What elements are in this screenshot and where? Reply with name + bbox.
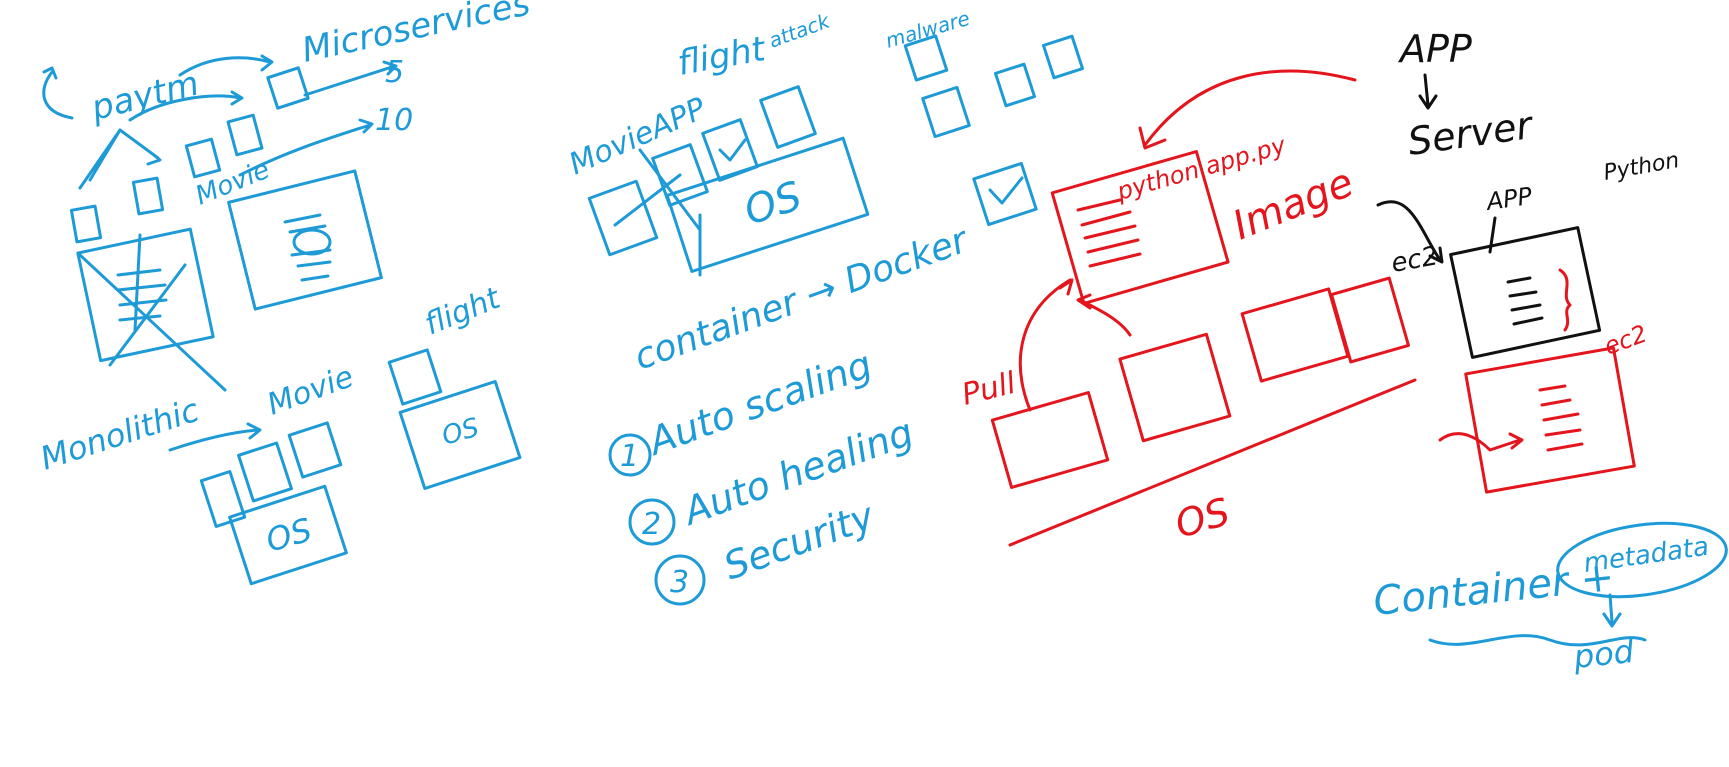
red-os-line	[1008, 378, 1417, 547]
box-mid-container-2	[651, 143, 709, 207]
label-metadata: metadata	[1582, 532, 1711, 579]
label-container-docker: container → Docker	[629, 219, 975, 378]
metadata-ellipse	[1556, 521, 1728, 599]
box-mid-os	[665, 136, 870, 273]
box-container-flight	[387, 348, 443, 406]
monolith-cross	[78, 253, 227, 392]
label-python: Python	[1602, 148, 1681, 186]
pull-curve-2	[1076, 293, 1132, 337]
box-mid-malware-3	[1041, 34, 1085, 80]
middle-section: flight attack malware MovieAPP OS contai…	[564, 6, 1085, 606]
arrow-to-movie	[168, 422, 262, 452]
feature-number-circle-1	[608, 433, 652, 477]
label-pull: Pull	[958, 366, 1019, 413]
box-small-b	[226, 113, 264, 157]
label-flight-mid: flight	[675, 29, 770, 84]
count-5: 5	[385, 55, 404, 90]
arrow-ec2-curve	[1376, 200, 1444, 264]
box-os-bottom	[228, 484, 348, 586]
box-container-movie-3	[287, 421, 343, 479]
label-server: Server	[1405, 103, 1537, 164]
arrow-paytm-to-microservices	[178, 54, 274, 77]
arrow-paytm-to-small-boxes	[78, 128, 162, 190]
label-malware: malware	[883, 6, 973, 53]
cross-mid-container	[613, 148, 702, 232]
box-mid-checked	[972, 161, 1038, 227]
box-microservice-large	[227, 169, 383, 311]
arrow-to-5	[303, 60, 398, 97]
label-flight-left: flight	[420, 280, 506, 342]
label-paytm: paytm	[87, 64, 203, 129]
arrow-loop-left	[42, 66, 74, 120]
box-container-movie-1	[199, 470, 247, 528]
right-ec2-brace	[1558, 268, 1572, 332]
box-small-a	[184, 137, 222, 179]
feature-number-circle-2	[628, 498, 676, 546]
box-mid-container-3	[701, 118, 759, 182]
box-red-container-1	[990, 391, 1110, 489]
label-red-os: OS	[1170, 489, 1234, 546]
label-mid-os: OS	[739, 173, 807, 234]
arrow-red-top	[1138, 69, 1357, 150]
label-movie-app: MovieAPP	[564, 91, 712, 183]
label-monolithic: Monolithic	[36, 391, 204, 478]
red-ec2-lines	[1538, 384, 1584, 452]
box-microservice-1	[266, 66, 310, 110]
feature-number-1: 1	[620, 439, 639, 474]
red-section: python app.py Image Pull OS ec2	[958, 69, 1651, 547]
arrow-paytm-to-boxes	[128, 90, 244, 122]
monolith-lines	[116, 233, 168, 332]
check-mid-checked	[988, 176, 1024, 205]
label-pod: pod	[1571, 632, 1637, 676]
arrow-to-10	[238, 118, 374, 177]
box-container-movie-2	[237, 441, 293, 503]
box-red-ec2	[1464, 346, 1636, 494]
count-10: 10	[375, 103, 413, 138]
label-container-plus: Container +	[1371, 554, 1616, 625]
pod-arrow	[1602, 593, 1622, 628]
box-image-file	[1050, 150, 1230, 305]
check-mid-container-3	[718, 138, 747, 162]
label-movie-top: Movie	[191, 155, 274, 212]
box-small-d	[131, 176, 165, 216]
feature-number-2: 2	[642, 507, 661, 542]
right-ec2-lines	[1506, 276, 1544, 326]
box-os-flight	[398, 380, 522, 490]
label-movie-bottom: Movie	[263, 359, 358, 422]
label-red-ec2: ec2	[1600, 320, 1650, 361]
box-red-container-2	[1118, 332, 1232, 443]
left-section: paytm Microservices 5 10 Movie Monolithi…	[36, 0, 534, 586]
label-attack: attack	[766, 8, 835, 53]
pod-wave	[1428, 634, 1647, 647]
label-app-small: APP	[1483, 182, 1534, 216]
box-red-container-3	[1240, 287, 1350, 383]
label-os-bottom: OS	[262, 511, 316, 560]
pull-curve	[1018, 278, 1074, 412]
box-right-ec2	[1449, 226, 1602, 359]
box-mid-malware-1	[903, 34, 949, 82]
features-list: 1 Auto scaling 2 Auto healing 3 Security	[608, 342, 919, 606]
arrow-red-into-ec2	[1438, 432, 1524, 452]
arrow-app-to-server	[1418, 73, 1438, 110]
label-image: Image	[1227, 160, 1360, 250]
right-section: APP Server Python APP ec2 Container + me…	[1371, 27, 1728, 676]
label-os-flight: OS	[439, 413, 483, 452]
box-large-lines	[283, 213, 332, 282]
box-small-c	[69, 204, 103, 244]
box-mid-container-4	[759, 85, 817, 149]
box-mid-container-1	[587, 179, 659, 257]
box-large-center	[292, 228, 332, 256]
label-microservices: Microservices	[299, 0, 534, 71]
box-monolith	[76, 227, 215, 363]
image-file-lines	[1076, 198, 1142, 268]
box-mid-malware-4	[921, 85, 971, 139]
feature-number-3: 3	[670, 565, 689, 600]
box-mid-malware-2	[993, 62, 1037, 108]
feature-number-circle-3	[654, 554, 706, 606]
box-red-container-4	[1330, 276, 1410, 364]
label-app: APP	[1397, 27, 1472, 71]
